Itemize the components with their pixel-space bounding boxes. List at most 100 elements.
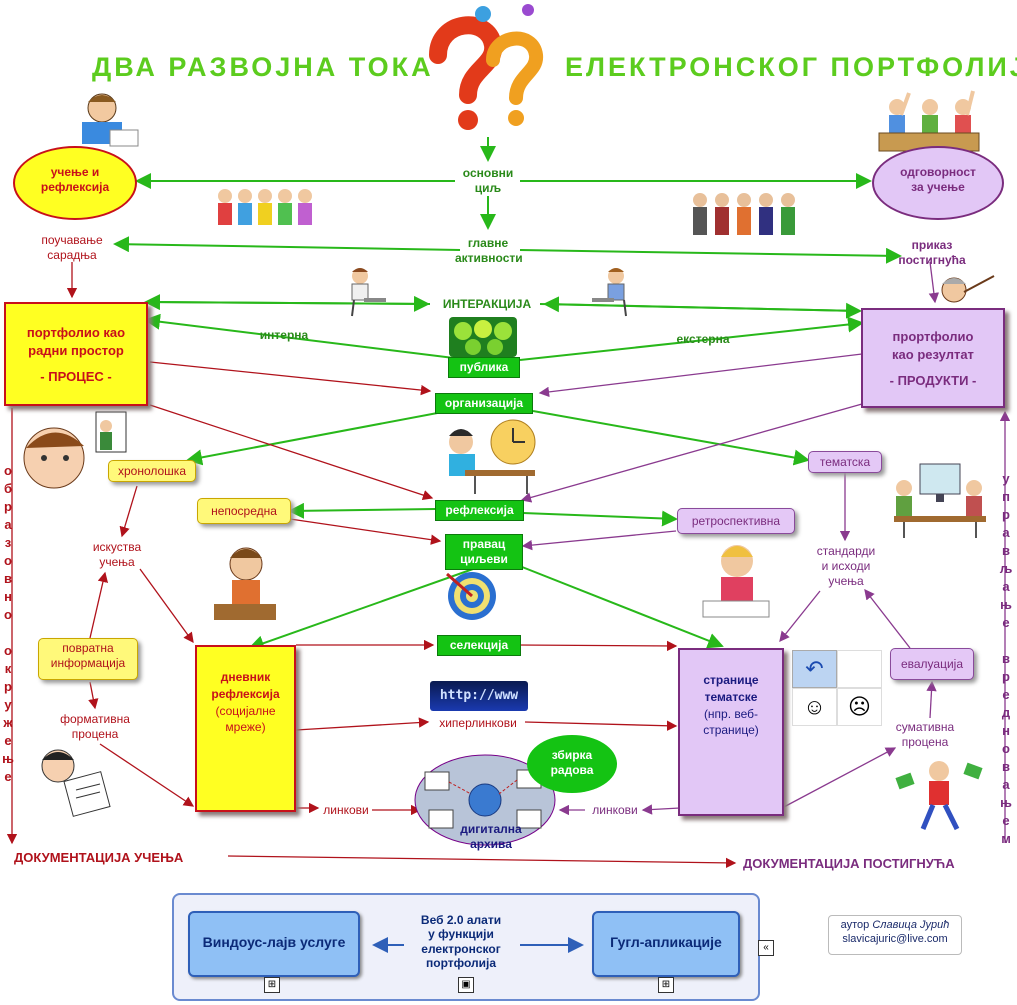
pages-title: странице тематске [703,673,759,704]
google-apps-label: Гугл-апликације [610,934,722,950]
diary-box: дневник рефлексија (социјалне мреже) [195,645,296,812]
feedback-box: повратна информација [38,638,138,680]
left-vertical-letter: з [4,535,12,550]
left-vertical-letter: њ [2,751,14,766]
right-vertical-letter: о [1002,741,1010,756]
left-vertical-letter: р [4,499,12,514]
teacher-presentation-clipart [14,408,134,498]
right-vertical-letter: р [1002,507,1010,522]
left-vertical-letter: б [3,481,13,496]
experiences-label: искуства учења [92,540,142,569]
right-vertical-letter: у [1002,471,1010,486]
left-vertical-letter: о [4,607,12,622]
links-right-label: линкови [592,803,638,817]
right-vertical-letter: м [1001,831,1011,846]
immediate-box: непосредна [197,498,291,524]
right-vertical-letter: њ [1000,795,1012,810]
formative-label: формативна процена [60,712,130,741]
left-vertical-letter: у [4,697,12,712]
collection-label: збирка радова [550,748,594,777]
portfolio-process-title: портфолио као радни простор [26,325,126,359]
hyperlinks-label: хиперлинкови [439,716,517,730]
right-vertical-letter: е [1002,615,1010,630]
question-mark-clipart [408,0,558,135]
collapse-icon[interactable]: « [758,940,774,956]
girl-clock-clipart [435,418,540,496]
face-icon-2: ☹ [837,688,882,726]
portfolio-product-sub: - ПРОДУКТИ - [889,373,977,389]
pages-sub: (нпр. веб- странице) [703,706,759,738]
author-label: аутор [840,919,870,931]
right-vertical-letter: е [1002,687,1010,702]
http-banner: http://www [430,681,528,711]
left-vertical-letter: н [4,589,12,604]
smileys-clipart [449,317,517,357]
left-vertical-letter: а [4,517,12,532]
left-vertical-letter: о [4,553,12,568]
links-left-label: линкови [323,803,369,817]
windows-live-button[interactable]: Виндоус-лајв услуге [188,911,360,977]
reflection-box: рефлексија [435,500,524,521]
emoji-grid: ↶ ☺ ☹ [792,650,882,726]
author-email: slavicajuric@live.com [842,933,948,946]
panel-arrows [372,937,584,953]
learning-reflection-ellipse: учење и рефлексија [13,146,137,220]
portfolio-product-title: прортфолио као резултат [892,329,974,363]
organization-box: организација [435,393,533,414]
left-vertical-letter: р [4,679,12,694]
right-vertical-letter: р [1002,669,1010,684]
teacher-pointer-clipart [934,272,996,308]
left-vertical-letter: о [4,463,12,478]
google-apps-button[interactable]: Гугл-апликације [592,911,740,977]
classroom-hands-clipart [875,85,985,155]
thematic-box: тематска [808,451,882,473]
showing-label: приказ постигнућа [898,238,966,267]
right-vertical-letter: а [1002,525,1010,540]
web-tools-center-label: Веб 2.0 алати у функцији електронског по… [420,913,502,971]
right-vertical-letter: в [1002,759,1010,774]
right-vertical-letter: н [1002,723,1010,738]
right-vertical-letter: д [1001,705,1011,720]
digital-archive-cloud [413,752,558,847]
portfolio-process-box: портфолио као радни простор - ПРОЦЕС - [4,302,148,406]
boy-thinking-clipart [212,540,278,624]
interaction-label: ИНТЕРАКЦИЈА [442,297,532,311]
right-vertical-letter: п [1002,489,1010,504]
right-vertical-letter: а [1002,777,1010,792]
diary-sub: (социјалне мреже) [215,703,276,735]
right-vertical-letter: е [1002,813,1010,828]
left-vertical-letter: ж [3,715,13,730]
left-vertical-letter: в [4,571,12,586]
chronological-box: хронолошка [108,460,196,482]
goal-label: основни циљ [462,166,514,195]
girl-desk-clipart [342,264,388,318]
windows-live-link-icon[interactable]: ⊞ [264,977,280,993]
right-vertical-letter: њ [1000,597,1012,612]
windows-live-label: Виндоус-лајв услуге [202,934,346,950]
evaluation-box: евалуација [890,648,974,680]
left-vertical-letter: к [4,661,12,676]
blank-tile [837,650,882,688]
pages-box: странице тематске (нпр. веб- странице) [678,648,784,816]
standards-label: стандарди и исходи учења [816,544,876,588]
kids-group-clipart [213,186,323,238]
boy-writing-clipart [72,90,142,150]
undo-icon: ↶ [792,650,837,688]
running-man-clipart [895,755,985,835]
web-tools-panel: Виндоус-лајв услуге ⊞ Веб 2.0 алати у фу… [172,893,760,1001]
digital-archive-label: дигитална архива [460,822,522,851]
portfolio-product-box: прортфолио као резултат - ПРОДУКТИ - [861,308,1005,408]
left-vertical-letter: е [4,769,12,784]
direction-box: правац циљеви [445,534,523,570]
google-apps-link-icon[interactable]: ⊞ [658,977,674,993]
center-link-icon[interactable]: ▣ [458,977,474,993]
right-vertical-letter: а [1002,579,1010,594]
diary-title: дневник рефлексија [211,670,280,701]
right-vertical-letter: љ [999,561,1013,576]
left-vertical-letter [0,624,16,642]
right-vertical-letter: в [1002,651,1010,666]
girl-phone-clipart [697,535,775,621]
